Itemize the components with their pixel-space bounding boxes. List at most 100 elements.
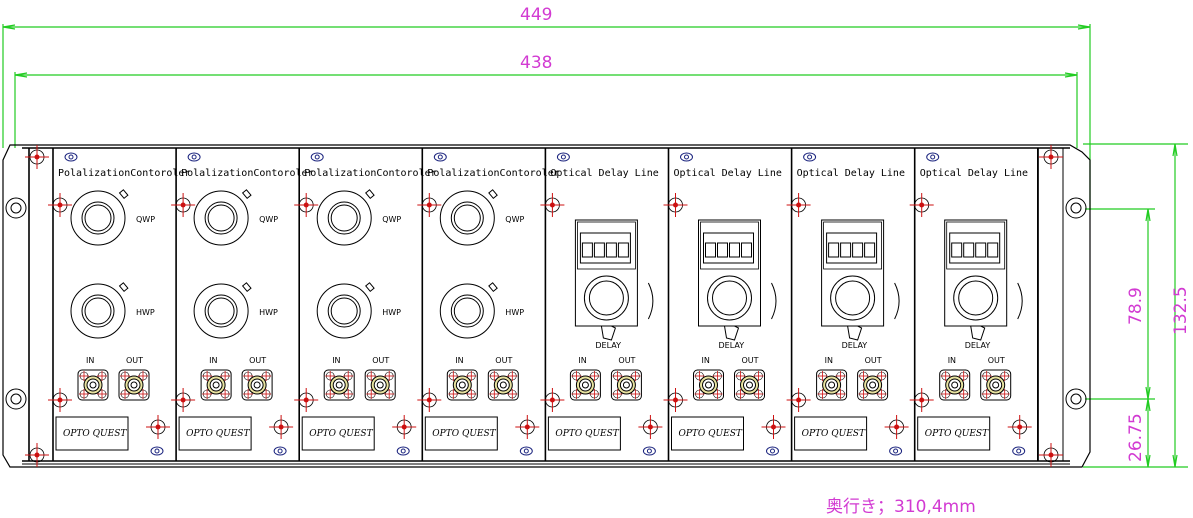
digit-cell [987,242,999,258]
digit-cell [593,242,605,258]
screw-icon [269,415,294,439]
out-connector [241,369,273,401]
hwp-knob [193,282,252,339]
brand-label: OPTO QUEST [802,429,866,439]
screw-icon [417,193,442,217]
delay-knob [830,275,876,321]
digit-cell [852,242,864,258]
screw-icon [786,193,811,217]
opto-logo-icon [519,446,533,456]
screw-icon [171,388,196,412]
qwp-knob [439,189,498,246]
digit-cell [963,242,975,258]
qwp-knob-label: QWP [136,215,155,224]
digit-cell [840,242,852,258]
in-label: IN [86,356,94,365]
qwp-knob [193,189,252,246]
hwp-knob [316,282,375,339]
brand-label: OPTO QUEST [679,429,743,439]
brand-label: OPTO QUEST [555,429,619,439]
qwp-knob-label: QWP [382,215,401,224]
indicator-mark [241,189,252,200]
delay-label: DELAY [719,341,745,350]
screw-icon [294,388,319,412]
qwp-knob-label: QWP [505,215,524,224]
in-label: IN [455,356,463,365]
opto-logo-icon [396,446,410,456]
digit-cell [717,242,728,258]
module-title: Optical Delay Line [920,168,1028,179]
mount-hole-left-bottom [5,388,27,410]
digit-cell [617,242,629,258]
hwp-knob-label: HWP [259,308,278,317]
delay-knob [583,275,629,321]
opto-logo-icon [889,446,903,456]
screw-icon [540,193,565,217]
out-label: OUT [126,356,143,365]
module-title: PolalizationContoroler [58,168,190,179]
screw-icon [25,443,49,467]
in-label: IN [332,356,340,365]
out-connector [857,369,889,401]
opto-logo-icon [803,152,817,162]
indicator-mark [488,282,498,293]
display-window [826,232,878,264]
overall-width-dimension: 449 [520,5,552,25]
display-window [703,232,754,264]
screw-icon [294,193,319,217]
brand-plate: OPTO QUEST [794,416,868,451]
delay-controller [698,219,777,341]
indicator-mark [365,189,375,200]
digit-cell [741,242,752,258]
indicator-mark [488,189,498,200]
opto-logo-icon [1012,446,1026,456]
out-label: OUT [988,356,1005,365]
in-connector [693,369,724,401]
out-connector [734,369,765,401]
screw-icon [909,388,934,412]
delay-label: DELAY [965,341,991,350]
screw-icon [171,193,196,217]
screw-icon [786,388,811,412]
screw-icon [48,193,72,217]
digit-cell [729,242,740,258]
in-connector [446,369,478,401]
brand-plate: OPTO QUEST [178,416,252,451]
rotation-arrow-icon [647,282,654,320]
screw-icon [540,388,565,412]
delay-controller [821,219,900,341]
display-window [949,232,1001,264]
module-title: PolalizationContoroler [304,168,436,179]
opto-logo-icon [642,446,656,456]
brand-plate: OPTO QUEST [917,416,991,451]
out-connector [487,369,519,401]
opto-logo-icon [64,152,78,162]
hwp-knob-label: HWP [505,308,524,317]
brand-plate: OPTO QUEST [301,416,375,451]
indicator-mark [365,282,375,293]
screw-icon [663,193,688,217]
mount-hole-right-bottom [1065,388,1087,410]
out-label: OUT [742,356,759,365]
delay-knob [953,275,999,321]
out-label: OUT [618,356,635,365]
indicator-mark [241,282,252,293]
out-connector [118,369,150,401]
in-label: IN [825,356,833,365]
screw-icon [663,388,688,412]
screw-icon [392,415,417,439]
in-label: IN [702,356,710,365]
inner-width-dimension: 438 [520,53,552,73]
screw-icon [417,388,442,412]
hwp-knob [439,282,498,339]
delay-controller [574,219,654,341]
in-label: IN [948,356,956,365]
opto-logo-icon [187,152,201,162]
indicator-mark [118,282,129,293]
hwp-knob [70,282,129,339]
